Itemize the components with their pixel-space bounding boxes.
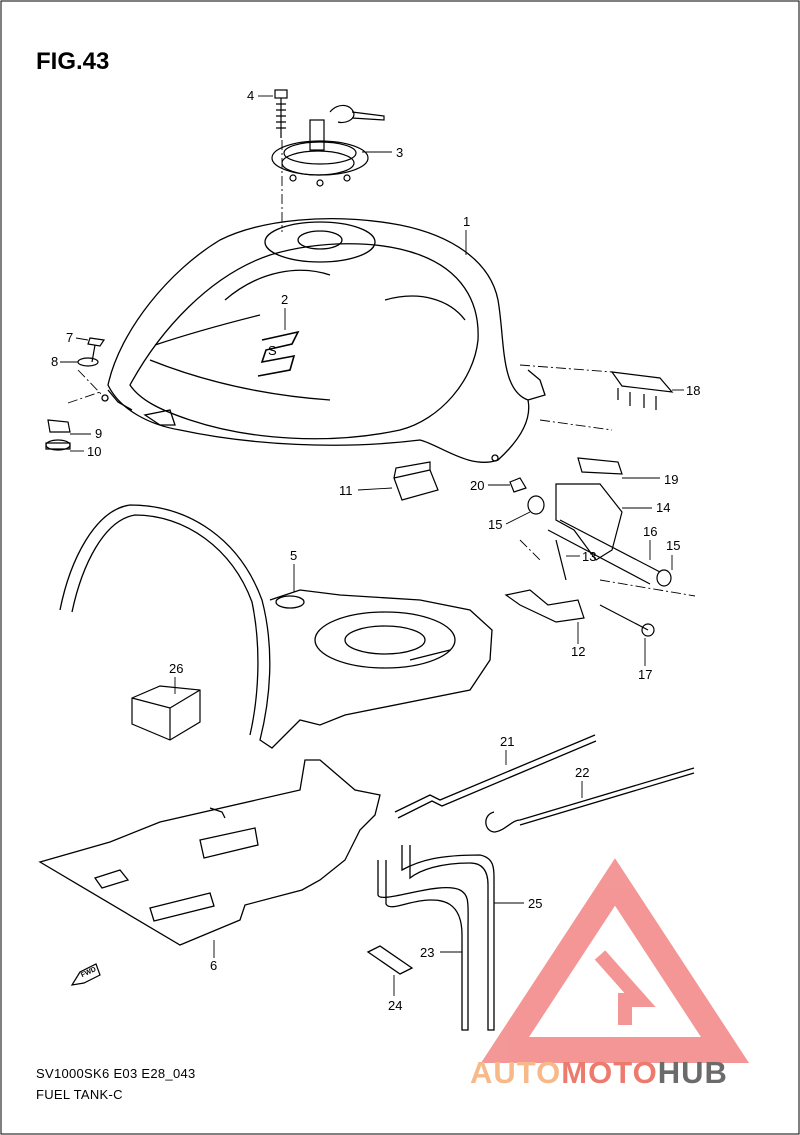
callout-10: 10 [87,444,101,459]
callout-21: 21 [500,734,514,749]
callout-labels: 1 2 3 4 5 6 7 8 9 10 11 12 13 1 [51,88,700,1013]
figure-title: FIG.43 [36,48,110,75]
fuel-tank [101,218,546,463]
callout-23: 23 [420,945,434,960]
callout-1: 1 [463,214,470,229]
rear-bracket-assembly [504,371,674,637]
foam-block [131,685,201,741]
callout-19: 19 [664,472,678,487]
cap-bolt [274,89,288,138]
callout-7: 7 [66,330,73,345]
tank-logo: S [268,343,277,358]
callout-22: 22 [575,765,589,780]
fwd-arrow [70,963,101,986]
callout-3: 3 [396,145,403,160]
callout-leader [357,487,393,491]
footer-name: FUEL TANK-C [36,1087,123,1102]
callout-15-left: 15 [488,517,502,532]
callout-4: 4 [247,88,254,103]
callout-5: 5 [290,548,297,563]
callout-20: 20 [470,478,484,493]
leader-lines [67,140,696,597]
callout-15-right: 15 [666,538,680,553]
hoses [366,845,495,1031]
callout-14: 14 [656,500,670,515]
callout-12: 12 [571,644,585,659]
callout-leader [505,511,531,525]
callout-8: 8 [51,354,58,369]
watermark-auto: AUTO [470,1055,561,1090]
watermark-logo [480,858,750,1063]
rubber-cushion [393,461,439,501]
drain-rods [394,734,695,833]
heat-shield [59,504,493,749]
callout-16: 16 [643,524,657,539]
callout-6: 6 [210,958,217,973]
mounting-bolt-set [45,337,106,451]
callout-11: 11 [339,483,353,498]
callout-25: 25 [528,896,542,911]
tray-plate [38,759,381,946]
fuel-cap [271,104,385,187]
footer-code: SV1000SK6 E03 E28_043 [36,1066,196,1081]
callout-18: 18 [686,383,700,398]
callout-17: 17 [638,667,652,682]
callout-13: 13 [582,549,596,564]
watermark-text: AUTOMOTOHUB [470,1055,728,1090]
callout-24: 24 [388,998,402,1013]
watermark-hub: HUB [658,1055,728,1090]
watermark-moto: MOTO [561,1055,657,1090]
callout-2: 2 [281,292,288,307]
callout-26: 26 [169,661,183,676]
callout-leader [75,337,89,341]
callout-9: 9 [95,426,102,441]
